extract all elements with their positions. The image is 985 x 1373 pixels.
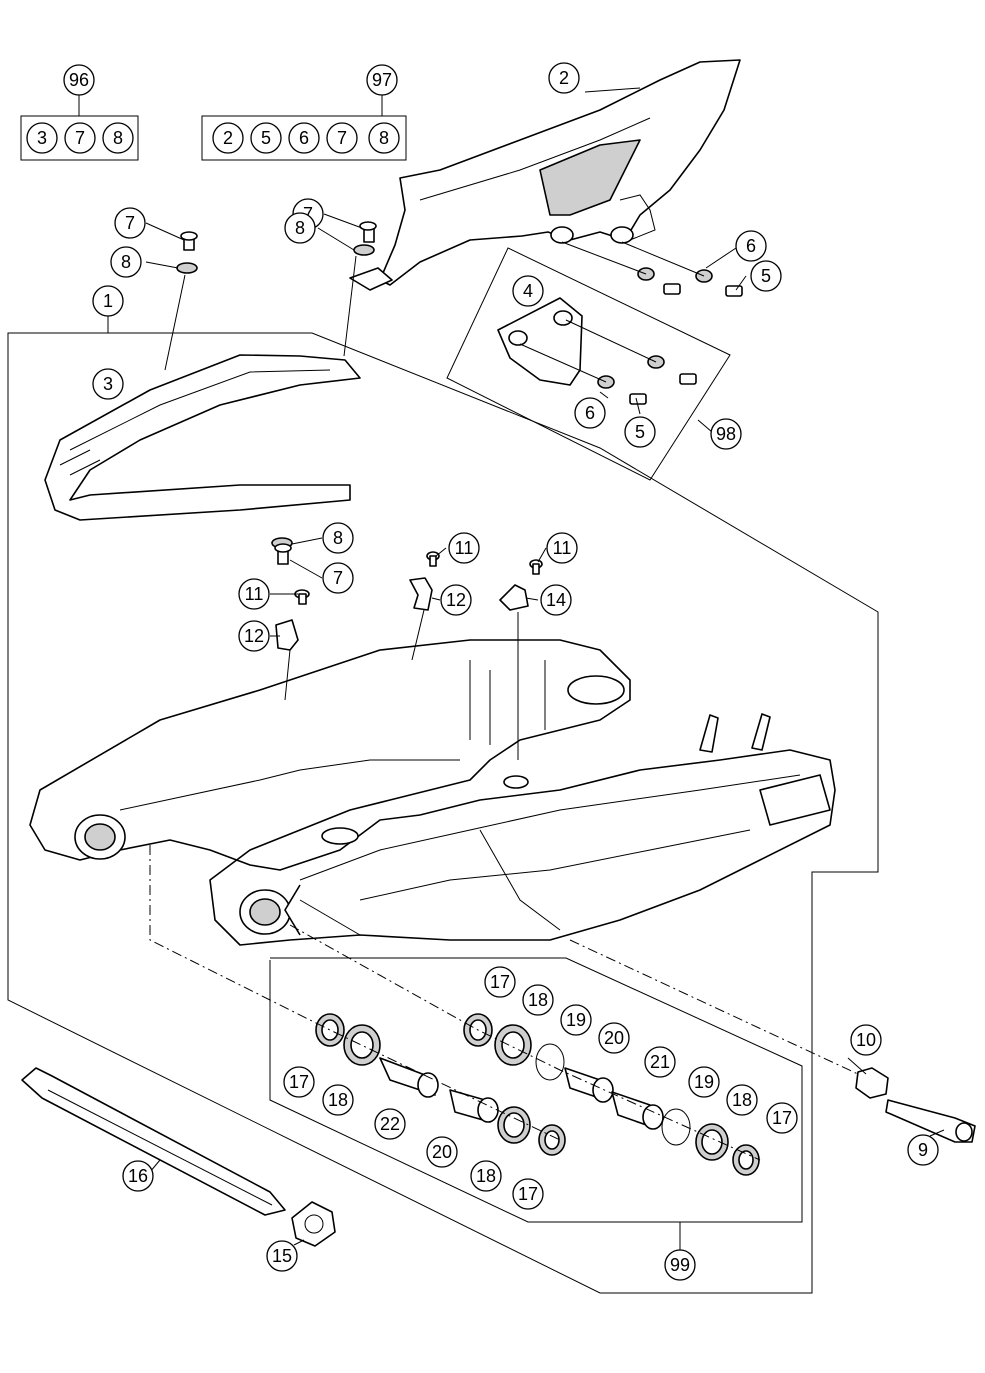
chain-guard	[349, 59, 741, 291]
callout-3: 3	[103, 374, 113, 394]
kit-97-item: 2	[223, 128, 233, 148]
callout-11: 11	[455, 538, 474, 558]
group-frame-99	[269, 957, 803, 1223]
callout-12: 12	[244, 626, 264, 646]
callout-4: 4	[523, 281, 533, 301]
callout-9: 9	[918, 1140, 928, 1160]
kit-96-item: 8	[113, 128, 123, 148]
callout-8: 8	[295, 218, 305, 238]
pivot-axle	[21, 1067, 336, 1247]
kit-97-item: 8	[379, 128, 389, 148]
callout-15: 15	[272, 1246, 292, 1266]
callout-8: 8	[333, 528, 343, 548]
kit-97-item: 6	[299, 128, 309, 148]
group-frame-98	[446, 247, 731, 481]
callout-16: 16	[128, 1166, 148, 1186]
callout-7: 7	[303, 204, 313, 224]
callout-18: 18	[732, 1090, 752, 1110]
callout-99: 99	[670, 1255, 690, 1275]
callout-18: 18	[328, 1090, 348, 1110]
callout-5: 5	[635, 422, 645, 442]
group-frame-1	[7, 316, 879, 1294]
chain-slider-plate	[497, 297, 697, 405]
brake-line-clamps	[271, 537, 543, 651]
callout-18: 18	[528, 990, 548, 1010]
callout-98: 98	[716, 424, 736, 444]
callout-19: 19	[566, 1010, 586, 1030]
kit-96: 96 3 7 8	[20, 64, 139, 161]
chain-slider	[44, 354, 361, 521]
kit-97-item: 7	[337, 128, 347, 148]
shock-bolt	[855, 1067, 976, 1143]
callout-7: 7	[333, 568, 343, 588]
center-lines	[149, 845, 861, 1161]
callout-12: 12	[446, 590, 466, 610]
swingarm	[29, 639, 836, 946]
callouts: 2 7 8 7 8 1 3 4 6 5 6 5 98 8 7 11 12 11 …	[92, 62, 939, 1281]
callout-1: 1	[103, 291, 113, 311]
leader-lines	[145, 87, 945, 1246]
callout-20: 20	[432, 1142, 452, 1162]
callout-11: 11	[553, 538, 572, 558]
callout-8: 8	[121, 252, 131, 272]
kit-96-number: 96	[69, 70, 89, 90]
callout-11: 11	[245, 584, 264, 604]
kit-96-item: 3	[37, 128, 47, 148]
callout-6: 6	[746, 236, 756, 256]
callout-10: 10	[856, 1030, 876, 1050]
callout-2: 2	[559, 68, 569, 88]
callout-17: 17	[289, 1072, 309, 1092]
kit-97-number: 97	[372, 70, 392, 90]
callout-17: 17	[518, 1184, 538, 1204]
callout-22: 22	[380, 1114, 400, 1134]
callout-14: 14	[546, 590, 566, 610]
callout-5: 5	[761, 266, 771, 286]
kit-96-item: 7	[75, 128, 85, 148]
callout-6: 6	[585, 403, 595, 423]
kit-97-item: 5	[261, 128, 271, 148]
callout-17: 17	[772, 1108, 792, 1128]
callout-20: 20	[604, 1028, 624, 1048]
callout-17: 17	[490, 972, 510, 992]
callout-19: 19	[694, 1072, 714, 1092]
pivot-bearings	[315, 1013, 760, 1176]
callout-7: 7	[125, 213, 135, 233]
callout-18: 18	[476, 1166, 496, 1186]
kit-97: 97 2 5 6 7 8	[201, 64, 407, 161]
callout-21: 21	[650, 1052, 670, 1072]
